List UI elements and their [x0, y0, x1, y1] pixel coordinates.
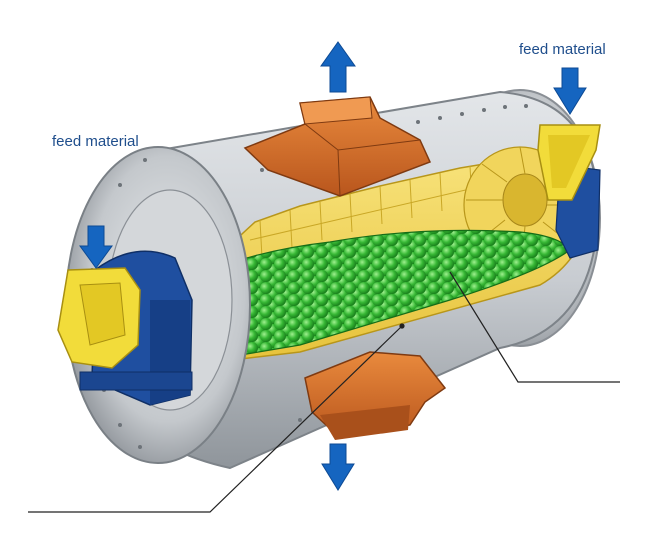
feed-material-label-left: feed material: [52, 133, 139, 150]
arrow-down-right-icon: [553, 67, 587, 115]
leader-line-liner: [449, 271, 620, 383]
top-exhaust-hood: [243, 96, 432, 197]
leader-lines: [28, 271, 620, 513]
feed-material-label-right: feed material: [519, 41, 606, 58]
arrow-up-icon: [320, 41, 356, 93]
arrow-down-bottom-icon: [321, 443, 355, 491]
right-feed-chute: [537, 124, 601, 201]
bottom-discharge-hood: [304, 351, 447, 440]
grinding-balls: [204, 229, 571, 357]
flow-arrows: [79, 41, 587, 491]
arrow-down-left-icon: [79, 225, 113, 269]
left-feed-chute: [57, 267, 141, 369]
leader-line-balls: [28, 325, 403, 513]
